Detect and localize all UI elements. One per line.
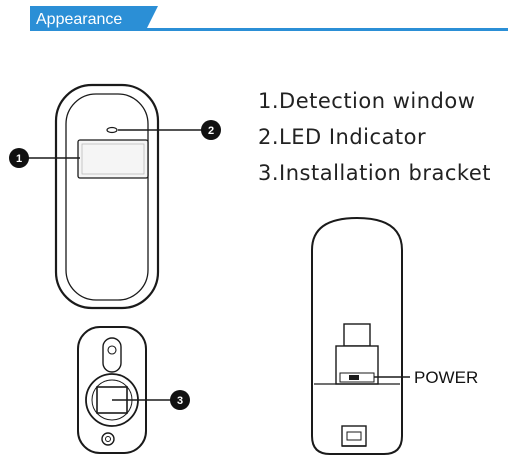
header-title: Appearance — [36, 11, 122, 28]
legend-item-installation-bracket: 3.Installation bracket — [258, 161, 491, 185]
callout-2-badge — [201, 120, 221, 140]
installation-bracket — [77, 326, 147, 454]
legend: 1.Detection window 2.LED Indicator 3.Ins… — [258, 89, 491, 185]
detection-window — [77, 139, 149, 179]
svg-text:1: 1 — [16, 153, 22, 165]
callout-1: 1 — [9, 148, 80, 168]
sensor-back-view — [311, 216, 403, 455]
legend-item-detection-window: 1.Detection window — [258, 89, 475, 113]
svg-text:2: 2 — [208, 125, 214, 137]
callout-1-badge — [9, 148, 29, 168]
led-indicator — [106, 126, 118, 134]
sensor-body-outer — [54, 83, 160, 310]
bracket-screw-hole — [101, 432, 115, 446]
power-label: POWER — [414, 368, 478, 387]
sensor-body-inner — [65, 93, 149, 301]
callout-2: 2 — [118, 120, 221, 140]
sensor-front-view — [54, 83, 160, 310]
svg-text:3: 3 — [177, 395, 183, 407]
back-latch — [341, 425, 367, 447]
section-header: Appearance — [30, 6, 508, 31]
callout-3: 3 — [112, 390, 190, 410]
power-callout: POWER — [374, 368, 478, 387]
header-tab — [30, 6, 158, 30]
bracket-keyhole-slot — [102, 337, 122, 373]
header-underline — [30, 28, 508, 31]
callout-3-badge — [170, 390, 190, 410]
battery-connector — [343, 323, 371, 347]
legend-item-led-indicator: 2.LED Indicator — [258, 125, 426, 149]
